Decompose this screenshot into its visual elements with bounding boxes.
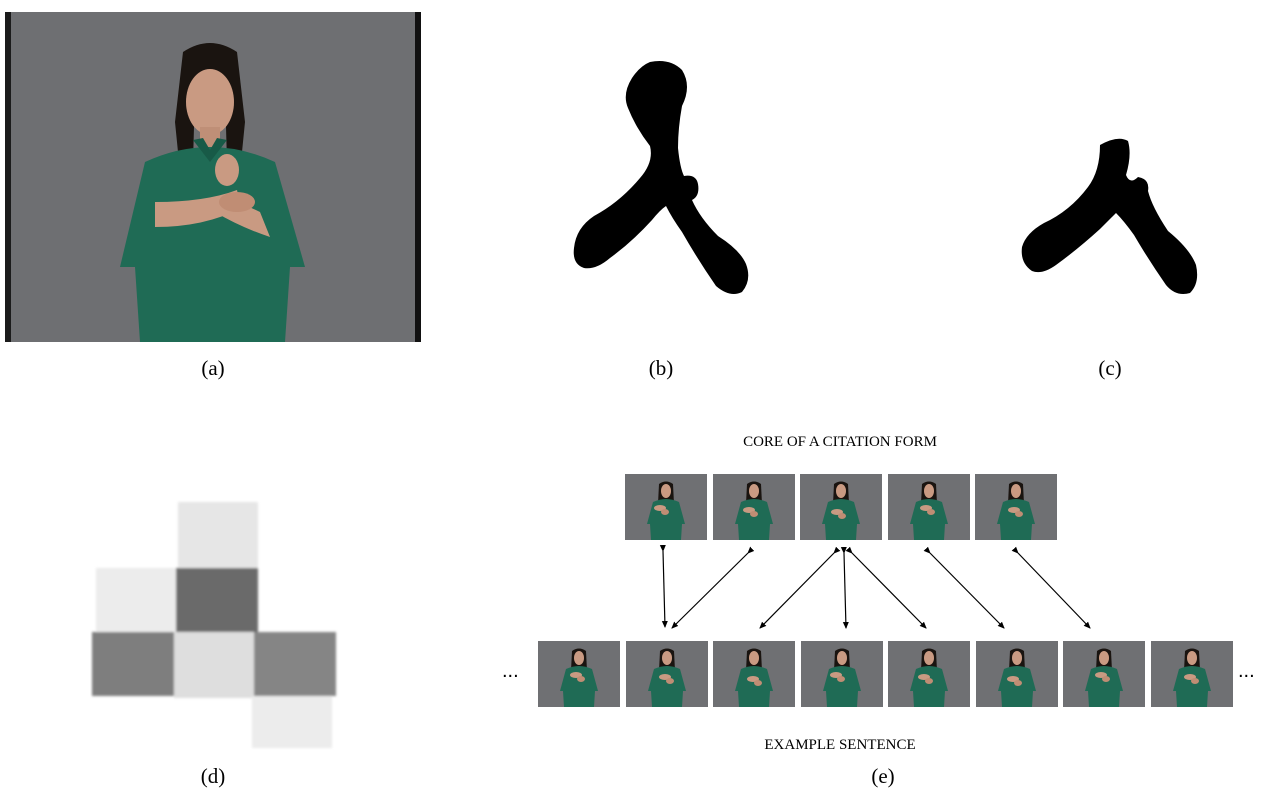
panel-e-bottom-label: EXAMPLE SENTENCE (764, 737, 916, 753)
panel-b-caption: (b) (648, 356, 674, 380)
silhouette-shape-full (573, 61, 749, 294)
core-frame-3 (800, 474, 882, 540)
panel-c-silhouette (1018, 135, 1200, 297)
sentence-frame-1 (538, 641, 620, 707)
sentence-frame-5 (888, 641, 970, 707)
sentence-frame-6 (975, 641, 1058, 707)
sentence-frame-3 (713, 641, 795, 707)
panel-e-caption: (e) (871, 764, 895, 788)
sentence-frame-4 (800, 641, 883, 707)
core-frame-2 (712, 474, 795, 540)
core-frame-1 (625, 474, 707, 540)
arrow-3 (759, 546, 841, 629)
left-ellipsis: ... (502, 660, 519, 682)
arrow-5 (845, 546, 927, 629)
grid-feature-image (92, 502, 336, 748)
sentence-frame-8 (1150, 641, 1233, 707)
arrow-1 (659, 544, 668, 628)
arrow-2 (671, 546, 755, 629)
right-ellipsis: ... (1238, 660, 1255, 682)
sentence-frame-2 (625, 641, 708, 707)
arrow-6 (923, 546, 1005, 629)
arrow-7 (1011, 546, 1091, 629)
panel-e-top-label: CORE OF A CITATION FORM (743, 434, 937, 450)
panel-b-silhouette (570, 58, 752, 298)
panel-a-signer-photo (5, 12, 421, 342)
panel-c-caption: (c) (1098, 356, 1122, 380)
panel-a-caption: (a) (201, 356, 225, 380)
panel-d-grid-feature (90, 500, 340, 750)
panel-d-caption: (d) (200, 764, 226, 788)
arrow-group (659, 544, 1091, 629)
arrow-4 (840, 546, 849, 629)
core-frame-4 (887, 474, 970, 540)
silhouette-shape-cropped (1021, 138, 1198, 294)
signer-photo-illustration (5, 12, 421, 342)
core-frame-5 (975, 474, 1057, 540)
sentence-frame-7 (1063, 641, 1145, 707)
